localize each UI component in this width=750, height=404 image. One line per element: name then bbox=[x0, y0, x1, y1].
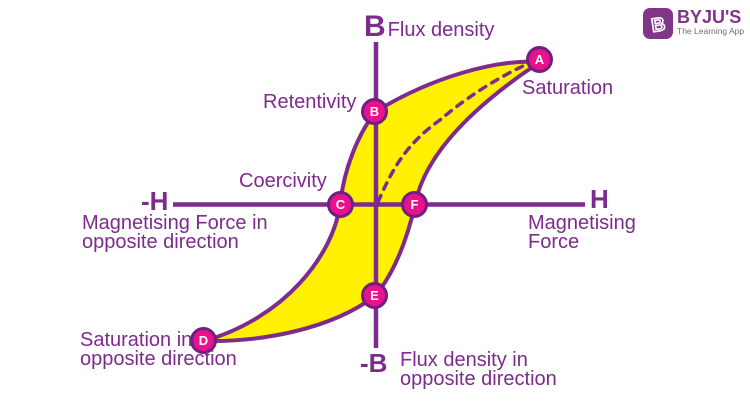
point-c-label: C bbox=[335, 197, 346, 212]
initial-magnetisation-dashed-curve bbox=[376, 64, 525, 204]
point-b-label: B bbox=[369, 104, 380, 119]
magnetising-force-line1: Magnetising bbox=[528, 212, 636, 234]
magnetising-opposite-label: Magnetising Force in opposite direction bbox=[82, 212, 268, 253]
magnetising-opposite-line1: Magnetising Force in bbox=[82, 212, 268, 234]
point-e: E bbox=[361, 282, 388, 309]
flux-opposite-line1: Flux density in bbox=[400, 349, 528, 371]
magnetising-opposite-line2: opposite direction bbox=[82, 231, 239, 253]
magnetising-force-line2: Force bbox=[528, 231, 580, 253]
retentivity-label: Retentivity bbox=[263, 91, 357, 113]
b-axis-title: B Flux density bbox=[364, 12, 494, 42]
byjus-logo: B BYJU'S The Learning App bbox=[643, 8, 744, 39]
magnetising-force-label: Magnetising Force bbox=[528, 212, 636, 253]
point-d-label: D bbox=[198, 333, 209, 348]
point-f: F bbox=[401, 191, 428, 218]
saturation-opposite-line1: Saturation in bbox=[80, 329, 193, 351]
point-a-label: A bbox=[534, 52, 545, 67]
svg-text:B: B bbox=[650, 14, 667, 37]
point-d-saturation-opposite: D bbox=[190, 327, 217, 354]
saturation-opposite-line2: opposite direction bbox=[80, 348, 237, 370]
saturation-opposite-label: Saturation in opposite direction bbox=[80, 329, 237, 370]
byjus-tagline: The Learning App bbox=[677, 26, 745, 36]
point-c-coercivity: C bbox=[327, 191, 354, 218]
point-f-label: F bbox=[410, 197, 419, 212]
byjus-logo-text: BYJU'S The Learning App bbox=[677, 8, 744, 36]
byjus-brand-name: BYJU'S bbox=[677, 7, 742, 27]
flux-density-label: Flux density bbox=[387, 19, 495, 41]
byjus-logo-badge: B bbox=[643, 8, 673, 39]
h-axis-letter: H bbox=[590, 184, 609, 214]
coercivity-label: Coercivity bbox=[239, 170, 327, 192]
minus-b-axis-letter: -B bbox=[360, 348, 388, 378]
b-axis-letter: B bbox=[364, 10, 386, 43]
byjus-b-mark-icon: B bbox=[649, 13, 667, 37]
flux-opposite-line2: opposite direction bbox=[400, 368, 557, 390]
point-a-saturation: A bbox=[526, 46, 553, 73]
point-b-retentivity: B bbox=[361, 98, 388, 125]
point-e-label: E bbox=[370, 288, 379, 303]
minus-h-axis-letter: -H bbox=[141, 186, 169, 216]
saturation-label: Saturation bbox=[522, 77, 614, 99]
flux-opposite-label: Flux density in opposite direction bbox=[400, 349, 557, 390]
